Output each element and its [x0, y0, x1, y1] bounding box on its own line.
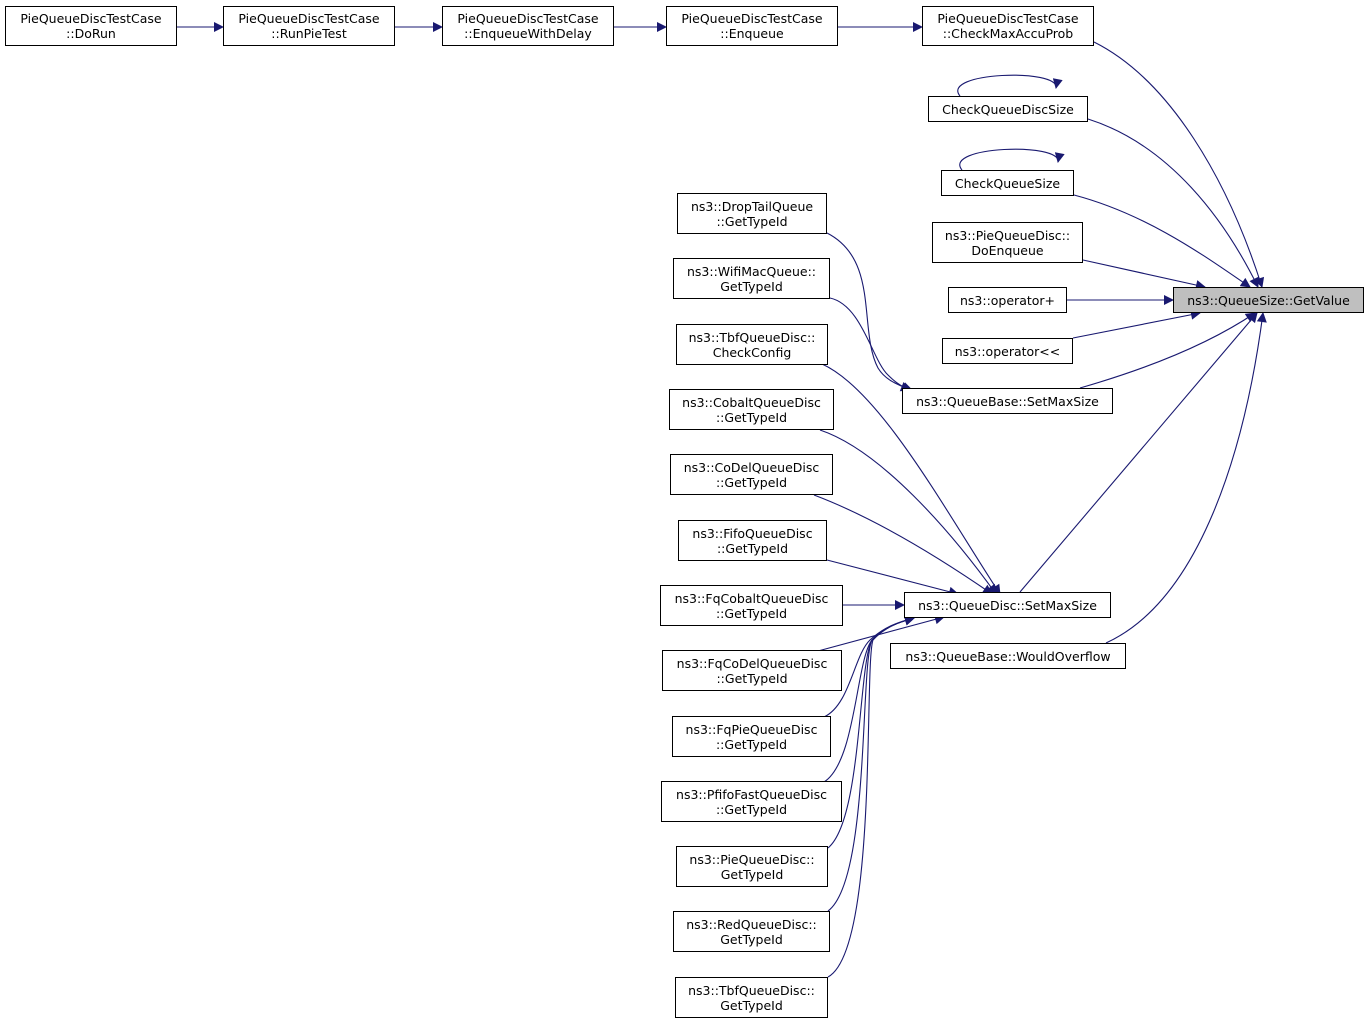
node-checkqueuesize[interactable]: CheckQueueSize [941, 170, 1074, 196]
node-queuedisc-setmaxsize-label: ns3::QueueDisc::SetMaxSize [918, 597, 1097, 613]
node-fqcodelqueuedisc-gettypeid[interactable]: ns3::FqCoDelQueueDisc ::GetTypeId [662, 650, 842, 691]
edge-getvalue-queuedisc-setmaxsize [1019, 312, 1258, 593]
node-operator-shift-label: ns3::operator<< [954, 343, 1061, 359]
node-pfifofastqueuedisc-gettypeid-line2: ::GetTypeId [715, 801, 788, 817]
node-fqpiequeuedisc-gettypeid-line2: ::GetTypeId [715, 736, 788, 752]
node-enqueuewithdelay-line2: ::EnqueueWithDelay [464, 26, 592, 41]
node-runpietest-line2: ::RunPieTest [271, 26, 347, 41]
node-tbfqueuedisc-checkconfig-line2: CheckConfig [712, 344, 792, 360]
node-codelqueuedisc-gettypeid[interactable]: ns3::CoDelQueueDisc ::GetTypeId [670, 454, 833, 495]
node-checkmaxaccuprob-line1: PieQueueDiscTestCase [937, 11, 1079, 26]
node-droptailqueue-gettypeid-line2: ::GetTypeId [716, 213, 788, 229]
node-pie-doenqueue-line2: DoEnqueue [971, 242, 1044, 258]
edge-getvalue-wouldoverflow [1105, 312, 1267, 644]
node-checkqueuedisc-size-label: CheckQueueDiscSize [942, 101, 1074, 117]
node-fqcobaltqueuedisc-gettypeid-line2: ::GetTypeId [715, 605, 788, 621]
node-tbfqueuedisc-gettypeid[interactable]: ns3::TbfQueueDisc:: GetTypeId [675, 977, 828, 1018]
edge-checkqueuesize-self [959, 148, 1065, 171]
edge-getvalue-checkmax [1093, 41, 1265, 288]
node-redqueuedisc-gettypeid-line2: GetTypeId [720, 931, 783, 947]
node-tbfqueuedisc-gettypeid-line2: GetTypeId [720, 997, 783, 1013]
node-cobaltqueuedisc-gettypeid-line1: ns3::CobaltQueueDisc [682, 394, 821, 410]
node-fqcobaltqueuedisc-gettypeid[interactable]: ns3::FqCobaltQueueDisc ::GetTypeId [660, 585, 843, 626]
node-fqcobaltqueuedisc-gettypeid-line1: ns3::FqCobaltQueueDisc [674, 590, 829, 606]
node-pfifofastqueuedisc-gettypeid-line1: ns3::PfifoFastQueueDisc [676, 786, 827, 802]
node-enqueue-line1: PieQueueDiscTestCase [681, 11, 823, 26]
node-operator-plus[interactable]: ns3::operator+ [948, 287, 1067, 313]
node-runpietest[interactable]: PieQueueDiscTestCase ::RunPieTest [223, 6, 395, 46]
node-wifimacqueue-gettypeid-line2: GetTypeId [720, 278, 783, 294]
edge-queuedisc-setmaxsize-fqcodel [817, 614, 945, 652]
node-fifoqueuedisc-gettypeid-line2: ::GetTypeId [716, 540, 789, 556]
node-queuebase-wouldoverflow-label: ns3::QueueBase::WouldOverflow [905, 648, 1111, 664]
node-operator-shift[interactable]: ns3::operator<< [942, 338, 1073, 364]
node-checkmaxaccuprob-line2: ::CheckMaxAccuProb [942, 26, 1074, 41]
edge-queuedisc-setmaxsize-cobalt [819, 429, 997, 595]
node-dorun-line1: PieQueueDiscTestCase [20, 11, 162, 26]
node-fifoqueuedisc-gettypeid-line1: ns3::FifoQueueDisc [692, 525, 813, 541]
node-pie-doenqueue[interactable]: ns3::PieQueueDisc:: DoEnqueue [932, 222, 1083, 263]
node-wifimacqueue-gettypeid-line1: ns3::WifiMacQueue:: [686, 263, 817, 279]
node-checkqueuesize-label: CheckQueueSize [954, 175, 1061, 191]
node-pie-doenqueue-line1: ns3::PieQueueDisc:: [944, 227, 1071, 243]
node-cobaltqueuedisc-gettypeid-line2: ::GetTypeId [715, 409, 788, 425]
node-fqcodelqueuedisc-gettypeid-line1: ns3::FqCoDelQueueDisc [676, 655, 828, 671]
node-redqueuedisc-gettypeid-line1: ns3::RedQueueDisc:: [686, 916, 817, 932]
node-enqueuewithdelay-line1: PieQueueDiscTestCase [457, 11, 599, 26]
node-wifimacqueue-gettypeid[interactable]: ns3::WifiMacQueue:: GetTypeId [673, 258, 830, 299]
node-runpietest-line1: PieQueueDiscTestCase [238, 11, 380, 26]
node-piequeuedisc-gettypeid[interactable]: ns3::PieQueueDisc:: GetTypeId [676, 846, 828, 887]
node-fifoqueuedisc-gettypeid[interactable]: ns3::FifoQueueDisc ::GetTypeId [678, 520, 827, 561]
edge-getvalue-checkqueuedisc [1087, 118, 1259, 288]
node-tbfqueuedisc-gettypeid-line1: ns3::TbfQueueDisc:: [688, 982, 815, 998]
node-enqueue-line2: ::Enqueue [720, 26, 784, 41]
node-queuesize-getvalue: ns3::QueueSize::GetValue [1173, 287, 1364, 313]
node-dorun-line2: ::DoRun [66, 26, 116, 41]
node-pfifofastqueuedisc-gettypeid[interactable]: ns3::PfifoFastQueueDisc ::GetTypeId [661, 781, 842, 822]
node-enqueue[interactable]: PieQueueDiscTestCase ::Enqueue [666, 6, 838, 46]
node-cobaltqueuedisc-gettypeid[interactable]: ns3::CobaltQueueDisc ::GetTypeId [669, 389, 834, 430]
edge-queuedisc-setmaxsize-fifo [826, 559, 959, 597]
edge-checkqueuedisc-self [957, 74, 1063, 97]
node-codelqueuedisc-gettypeid-line2: ::GetTypeId [715, 474, 788, 490]
node-tbfqueuedisc-checkconfig[interactable]: ns3::TbfQueueDisc:: CheckConfig [676, 324, 828, 365]
edge-queuebase-setmaxsize-droptail [826, 232, 913, 392]
node-queuesize-getvalue-label: ns3::QueueSize::GetValue [1187, 292, 1350, 308]
edge-getvalue-piedoenqueue [1082, 259, 1206, 290]
node-piequeuedisc-gettypeid-line2: GetTypeId [720, 866, 784, 882]
node-queuedisc-setmaxsize[interactable]: ns3::QueueDisc::SetMaxSize [904, 592, 1111, 618]
edge-queuebase-setmaxsize-wifimac [829, 297, 911, 392]
edge-getvalue-operatorshift [1072, 309, 1201, 339]
node-queuebase-setmaxsize[interactable]: ns3::QueueBase::SetMaxSize [902, 388, 1113, 414]
node-queuebase-setmaxsize-label: ns3::QueueBase::SetMaxSize [916, 393, 1099, 409]
node-piequeuedisc-gettypeid-line1: ns3::PieQueueDisc:: [689, 851, 815, 867]
node-fqpiequeuedisc-gettypeid-line1: ns3::FqPieQueueDisc [685, 721, 818, 737]
node-codelqueuedisc-gettypeid-line1: ns3::CoDelQueueDisc [683, 459, 820, 475]
node-redqueuedisc-gettypeid[interactable]: ns3::RedQueueDisc:: GetTypeId [673, 911, 830, 952]
node-enqueuewithdelay[interactable]: PieQueueDiscTestCase ::EnqueueWithDelay [442, 6, 614, 46]
node-droptailqueue-gettypeid-line1: ns3::DropTailQueue [690, 198, 814, 214]
node-fqpiequeuedisc-gettypeid[interactable]: ns3::FqPieQueueDisc ::GetTypeId [672, 716, 831, 757]
edge-queuedisc-setmaxsize-tbf [827, 615, 915, 978]
node-droptailqueue-gettypeid[interactable]: ns3::DropTailQueue ::GetTypeId [677, 193, 827, 234]
edge-queuedisc-setmaxsize-tbfcheck [821, 363, 1001, 595]
node-queuebase-wouldoverflow[interactable]: ns3::QueueBase::WouldOverflow [890, 643, 1126, 669]
node-dorun[interactable]: PieQueueDiscTestCase ::DoRun [5, 6, 177, 46]
node-checkmaxaccuprob[interactable]: PieQueueDiscTestCase ::CheckMaxAccuProb [922, 6, 1094, 46]
edge-queuedisc-setmaxsize-codel [813, 494, 993, 595]
node-fqcodelqueuedisc-gettypeid-line2: ::GetTypeId [716, 670, 788, 686]
node-operator-plus-label: ns3::operator+ [959, 292, 1056, 308]
edge-getvalue-checkqueuesize [1073, 194, 1251, 288]
node-tbfqueuedisc-checkconfig-line1: ns3::TbfQueueDisc:: [688, 329, 816, 345]
edge-getvalue-queuebase-setmaxsize [1079, 312, 1256, 389]
node-checkqueuedisc-size[interactable]: CheckQueueDiscSize [928, 96, 1088, 122]
